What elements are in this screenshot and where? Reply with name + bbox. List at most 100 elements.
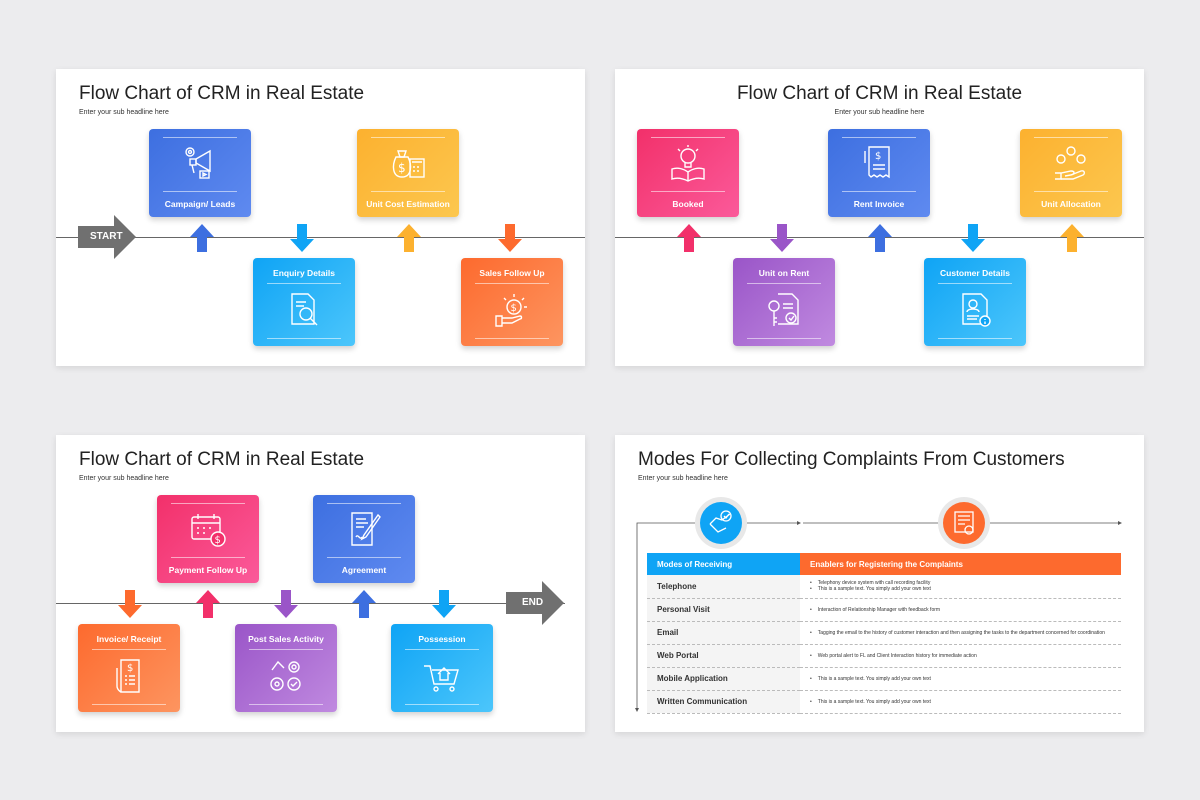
- table-header: Modes of Receiving: [647, 553, 800, 575]
- box-unit-cost-estimation: $ Unit Cost Estimation: [357, 129, 459, 217]
- box-label: Enquiry Details: [273, 268, 335, 278]
- box-label: Customer Details: [940, 268, 1010, 278]
- timeline: [56, 603, 565, 604]
- arrow-up-icon: [1060, 224, 1084, 252]
- mode-cell: Email: [647, 621, 800, 645]
- table-row: Web Portal Web portal alert to FL and Cl…: [647, 644, 1121, 668]
- slide-3: Flow Chart of CRM in Real Estate Enter y…: [56, 435, 585, 732]
- arrow-down-icon: [118, 590, 142, 618]
- profile-document-icon: [962, 293, 991, 327]
- box-customer-details: Customer Details: [924, 258, 1026, 346]
- enabler-item: Tagging the email to the history of cust…: [818, 630, 1121, 636]
- arrow-down-icon: [274, 590, 298, 618]
- mode-cell: Telephone: [647, 575, 800, 599]
- mode-cell: Web Portal: [647, 644, 800, 668]
- arrow-down-icon: [432, 590, 456, 618]
- invoice-icon: $: [864, 146, 890, 179]
- money-calculator-icon: $: [392, 150, 425, 178]
- slide-4: Modes For Collecting Complaints From Cus…: [615, 435, 1144, 732]
- document-search-icon: [291, 293, 318, 326]
- box-post-sales-activity: Post Sales Activity: [235, 624, 337, 712]
- box-label: Possession: [418, 634, 466, 644]
- box-label: Invoice/ Receipt: [96, 634, 162, 644]
- slide-1: Flow Chart of CRM in Real Estate Enter y…: [56, 69, 585, 366]
- receipt-icon: $: [116, 659, 140, 693]
- header-icon-circle: [938, 497, 990, 549]
- arrow-down-icon: [770, 224, 794, 252]
- end-arrow: END: [506, 581, 564, 625]
- complaints-table: Modes of Receiving Enablers for Register…: [647, 553, 1121, 714]
- enabler-item: This is a sample text. You simply add yo…: [818, 586, 1121, 592]
- arrow-down-icon: [498, 224, 522, 252]
- box-label: Post Sales Activity: [248, 634, 324, 644]
- slide-2: Flow Chart of CRM in Real Estate Enter y…: [615, 69, 1144, 366]
- table-row: Mobile Application This is a sample text…: [647, 667, 1121, 691]
- box-enquiry-details: Enquiry Details: [253, 258, 355, 346]
- mode-cell: Mobile Application: [647, 667, 800, 691]
- megaphone-gear-icon: [185, 147, 211, 179]
- enabler-item: Web portal alert to FL and Client Intera…: [818, 653, 1121, 659]
- arrow-up-icon: [196, 590, 220, 618]
- table-header: Enablers for Registering the Complaints: [800, 553, 1121, 575]
- box-invoice-receipt: Invoice/ Receipt $: [78, 624, 180, 712]
- box-sales-follow-up: Sales Follow Up $: [461, 258, 563, 346]
- svg-text:$: $: [215, 535, 221, 546]
- slide-subtitle: Enter your sub headline here: [638, 475, 728, 482]
- box-label: Payment Follow Up: [168, 565, 248, 575]
- table-row: Personal Visit Interaction of Relationsh…: [647, 598, 1121, 622]
- table-row: Written Communication This is a sample t…: [647, 690, 1121, 714]
- table-row: Email Tagging the email to the history o…: [647, 621, 1121, 645]
- arrow-up-icon: [397, 224, 421, 252]
- arrow-up-icon: [190, 224, 214, 252]
- timeline: [56, 237, 585, 238]
- handshake-check-icon: [709, 510, 732, 533]
- enabler-item: This is a sample text. You simply add yo…: [818, 699, 1121, 705]
- box-unit-on-rent: Unit on Rent: [733, 258, 835, 346]
- arrow-up-icon: [868, 224, 892, 252]
- arrow-up-icon: [677, 224, 701, 252]
- box-label: Campaign/ Leads: [164, 199, 236, 209]
- box-label: Booked: [672, 199, 704, 209]
- box-label: Unit Cost Estimation: [366, 199, 450, 209]
- slide-title: Flow Chart of CRM in Real Estate: [79, 83, 365, 104]
- mode-cell: Written Communication: [647, 690, 800, 714]
- box-label: Unit on Rent: [758, 268, 810, 278]
- calendar-dollar-icon: $: [191, 514, 226, 547]
- svg-text:$: $: [511, 303, 517, 314]
- key-document-icon: [768, 293, 799, 326]
- start-arrow: START: [78, 215, 136, 259]
- svg-text:$: $: [127, 663, 133, 674]
- enabler-item: Telephony device system with call record…: [818, 580, 1121, 586]
- box-rent-invoice: $ Rent Invoice: [828, 129, 930, 217]
- box-payment-follow-up: $ Payment Follow Up: [157, 495, 259, 583]
- box-campaign-leads: Campaign/ Leads: [149, 129, 251, 217]
- activity-icons-icon: [270, 660, 301, 691]
- slide-title: Flow Chart of CRM in Real Estate: [79, 449, 365, 470]
- slide-title: Modes For Collecting Complaints From Cus…: [638, 449, 1065, 470]
- box-label: Unit Allocation: [1041, 199, 1101, 209]
- hand-dollar-icon: $: [495, 294, 527, 327]
- box-label: Rent Invoice: [853, 199, 905, 209]
- table-row: Telephone Telephony device system with c…: [647, 575, 1121, 599]
- slide-subtitle: Enter your sub headline here: [79, 109, 169, 116]
- start-label: START: [90, 231, 123, 242]
- box-label: Agreement: [341, 565, 387, 575]
- enabler-item: Interaction of Relationship Manager with…: [818, 607, 1121, 613]
- enabler-item: This is a sample text. You simply add yo…: [818, 676, 1121, 682]
- connector-lines: [635, 521, 1122, 712]
- arrow-down-icon: [961, 224, 985, 252]
- slide-title: Flow Chart of CRM in Real Estate: [736, 83, 1023, 104]
- cart-house-icon: [424, 665, 459, 692]
- box-unit-allocation: Unit Allocation: [1020, 129, 1122, 217]
- contract-pen-icon: [351, 512, 381, 546]
- end-label: END: [522, 597, 544, 608]
- slide-subtitle: Enter your sub headline here: [79, 475, 169, 482]
- header-icon-circle: [695, 497, 747, 549]
- certificate-icon: [954, 511, 974, 535]
- arrow-down-icon: [290, 224, 314, 252]
- box-possession: Possession: [391, 624, 493, 712]
- lightbulb-book-icon: [671, 145, 705, 182]
- svg-text:$: $: [398, 161, 406, 175]
- box-booked: Booked: [637, 129, 739, 217]
- box-label: Sales Follow Up: [479, 268, 545, 278]
